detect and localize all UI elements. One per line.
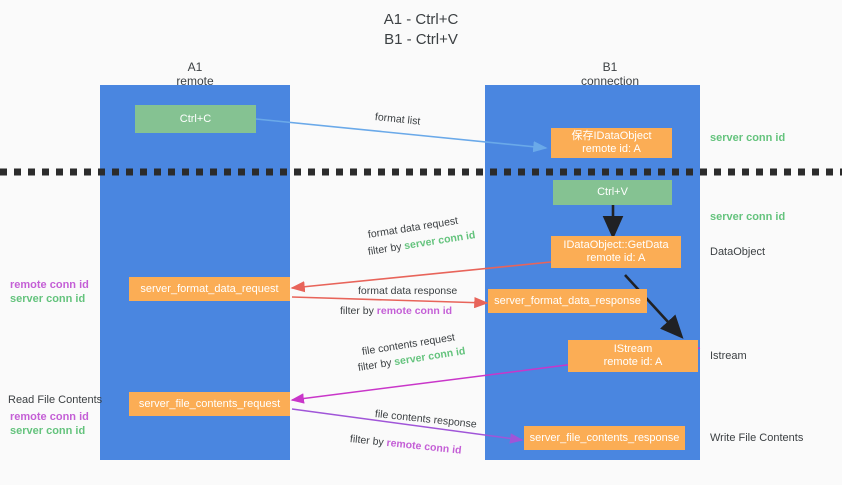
node-server-file-contents-request-label: server_file_contents_request (138, 397, 281, 410)
side-label-write-file-contents: Write File Contents (710, 432, 804, 444)
column-left-name: A1 (187, 60, 203, 74)
node-ctrl-v[interactable]: Ctrl+V (553, 180, 672, 205)
filter-key-2: remote conn id (376, 305, 453, 317)
node-server-format-data-response-label: server_format_data_response (494, 294, 641, 307)
node-ctrl-v-label: Ctrl+V (597, 186, 628, 198)
title-line-1: A1 - Ctrl+C (383, 11, 459, 28)
column-left-role: remote (176, 74, 214, 88)
diagram-title: A1 - Ctrl+C B1 - Ctrl+V (0, 10, 842, 50)
arrow-format-list (255, 118, 548, 153)
side-label-server-conn-id-top: server conn id (710, 132, 786, 144)
node-save-idataobject[interactable]: 保存IDataObject remote id: A (551, 128, 672, 158)
left-label-read-file-contents: Read File Contents (8, 394, 103, 406)
node-save-idataobject-line1: 保存IDataObject (571, 130, 652, 142)
node-save-idataobject-line2: remote id: A (582, 143, 641, 155)
left-labels-file: remote conn id server conn id (10, 410, 98, 438)
arrow-label-format-data-response-filter: filter by remote conn id (340, 304, 452, 318)
node-server-format-data-request-label: server_format_data_request (140, 282, 279, 295)
left-label-file-server-conn-id: server conn id (10, 425, 86, 437)
arrow-format-data-response (291, 296, 489, 309)
column-right-name: B1 (602, 60, 618, 74)
filter-prefix-2: filter by (340, 305, 377, 317)
node-idataobject-getdata[interactable]: IDataObject::GetData remote id: A (551, 236, 681, 268)
column-right-role: connection (580, 74, 640, 88)
arrow-file-contents-response (291, 408, 524, 444)
column-header-right: B1 connection (545, 60, 675, 88)
node-getdata-line2: remote id: A (586, 252, 646, 264)
left-label-file-remote-conn-id: remote conn id (10, 411, 89, 423)
node-ctrl-c-label: Ctrl+C (179, 112, 212, 125)
side-label-server-conn-id-mid: server conn id (710, 211, 786, 223)
node-server-format-data-response[interactable]: server_format_data_response (488, 289, 647, 313)
node-istream-line1: IStream (613, 343, 653, 355)
arrow-format-data-request (290, 261, 552, 293)
left-label-format-remote-conn-id: remote conn id (10, 279, 89, 291)
side-label-istream: Istream (710, 350, 747, 362)
left-label-format-server-conn-id: server conn id (10, 293, 86, 305)
node-server-format-data-request[interactable]: server_format_data_request (129, 277, 290, 301)
arrow-getdata-to-istream (624, 274, 684, 339)
filter-prefix-4: filter by (349, 433, 388, 449)
arrow-label-format-data-response: format data response (358, 285, 458, 297)
node-server-file-contents-request[interactable]: server_file_contents_request (129, 392, 290, 416)
title-line-2: B1 - Ctrl+V (384, 31, 458, 48)
node-server-file-contents-response[interactable]: server_file_contents_response (524, 426, 685, 450)
node-getdata-line1: IDataObject::GetData (563, 239, 669, 251)
left-labels-format: remote conn id server conn id (10, 278, 98, 306)
node-ctrl-c[interactable]: Ctrl+C (135, 105, 256, 133)
node-istream-line2: remote id: A (603, 356, 663, 368)
node-istream[interactable]: IStream remote id: A (568, 340, 698, 372)
column-header-left: A1 remote (130, 60, 260, 88)
node-server-file-contents-response-label: server_file_contents_response (529, 431, 680, 444)
side-label-dataobject: DataObject (710, 246, 766, 258)
